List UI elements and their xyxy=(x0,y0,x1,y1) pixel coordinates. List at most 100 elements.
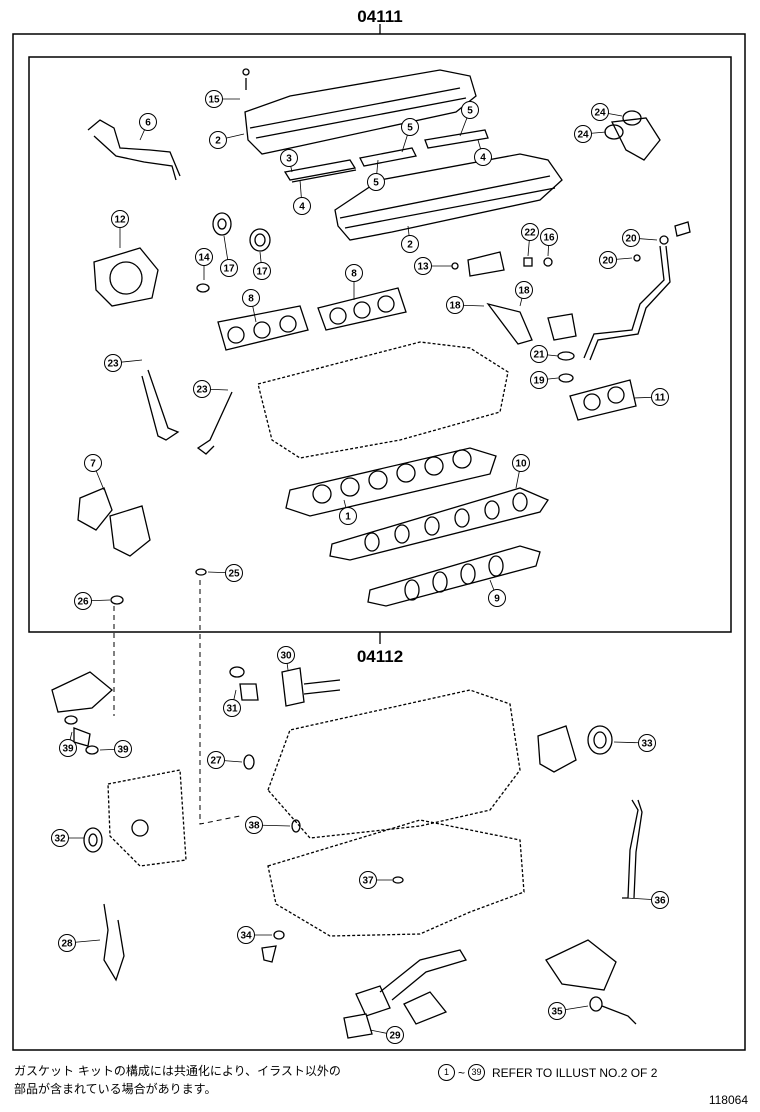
callout-label: 17 xyxy=(256,267,268,278)
callout-39: 39 xyxy=(59,731,77,757)
small-gaskets-30-31 xyxy=(229,666,341,833)
o-ring-37 xyxy=(392,876,404,884)
intake-manifold-gaskets xyxy=(329,487,549,607)
callout-label: 25 xyxy=(228,569,240,580)
water-pump-elbow xyxy=(545,939,637,1025)
callout-label: 27 xyxy=(210,756,222,767)
callout-29: 29 xyxy=(369,1026,404,1044)
callout-label: 12 xyxy=(114,215,126,226)
o-ring-25 xyxy=(195,568,207,576)
breather-hose xyxy=(87,119,181,181)
callout-label: 9 xyxy=(494,594,500,605)
callout-2: 2 xyxy=(401,225,419,253)
callout-24: 24 xyxy=(591,103,623,121)
callout-17: 17 xyxy=(220,235,238,277)
callout-label: 5 xyxy=(407,123,413,134)
callout-25: 25 xyxy=(207,564,243,582)
valves xyxy=(141,369,233,455)
japanese-note-line1: ガスケット キットの構成には共通化により、イラスト以外の xyxy=(14,1064,341,1078)
callout-label: 14 xyxy=(198,253,210,264)
callout-label: 21 xyxy=(533,350,545,361)
callout-17: 17 xyxy=(253,251,271,280)
cylinder-head-gasket xyxy=(285,447,497,517)
rear-seal-retainer xyxy=(537,725,613,773)
callout-20: 20 xyxy=(622,229,658,247)
callout-label: 37 xyxy=(362,876,374,887)
callout-label: 5 xyxy=(373,178,379,189)
ref-end-circle: 39 xyxy=(468,1064,486,1081)
timing-chain-gasket xyxy=(103,903,125,982)
callout-label: 2 xyxy=(215,136,221,147)
callout-36: 36 xyxy=(625,891,669,909)
callout-label: 3 xyxy=(286,154,292,165)
cylinder-head-outline xyxy=(257,341,509,459)
callout-label: 16 xyxy=(543,233,555,244)
callout-label: 10 xyxy=(515,459,527,470)
callout-5: 5 xyxy=(401,118,419,153)
callout-30: 30 xyxy=(277,646,295,671)
japanese-note: ガスケット キットの構成には共通化により、イラスト以外の 部品が含まれている場合… xyxy=(14,1062,341,1098)
callout-label: 6 xyxy=(145,118,151,129)
callout-label: 31 xyxy=(226,704,238,715)
callout-label: 20 xyxy=(602,256,614,267)
ref-separator: ~ xyxy=(458,1065,466,1080)
ref-text: REFER TO ILLUST NO.2 OF 2 xyxy=(492,1065,658,1080)
callout-label: 8 xyxy=(248,294,254,305)
water-inlet-housing xyxy=(51,595,124,755)
cylinder-block-outline xyxy=(267,689,521,839)
water-outlet-gasket xyxy=(77,487,151,557)
callout-label: 4 xyxy=(480,153,486,164)
callout-label: 35 xyxy=(551,1007,563,1018)
callout-27: 27 xyxy=(207,751,243,769)
dipstick-guide xyxy=(622,799,643,899)
callout-label: 22 xyxy=(524,228,536,239)
callout-31: 31 xyxy=(223,689,241,717)
callout-label: 33 xyxy=(641,739,653,750)
callout-15: 15 xyxy=(205,90,240,108)
callout-label: 8 xyxy=(351,269,357,280)
oil-pipe xyxy=(583,245,671,361)
callout-37: 37 xyxy=(359,871,392,889)
plug-seal-gaskets xyxy=(283,129,489,183)
callout-21: 21 xyxy=(530,345,559,363)
callout-6: 6 xyxy=(139,113,157,141)
callout-label: 39 xyxy=(62,744,74,755)
callout-label: 23 xyxy=(196,385,208,396)
callout-7: 7 xyxy=(84,454,105,491)
ref-start-circle: 1 xyxy=(438,1064,455,1081)
callout-label: 24 xyxy=(577,130,589,141)
callout-18: 18 xyxy=(446,296,485,314)
callout-11: 11 xyxy=(633,388,669,406)
callout-5: 5 xyxy=(459,101,479,137)
callout-8: 8 xyxy=(242,289,260,323)
callout-24: 24 xyxy=(574,125,607,143)
kit-code-04112: 04112 xyxy=(357,647,403,666)
callout-label: 4 xyxy=(299,202,305,213)
callout-13: 13 xyxy=(414,257,452,275)
cylinder-head-cover-rear xyxy=(242,68,477,155)
camshaft-oil-seals xyxy=(196,212,271,293)
callout-label: 29 xyxy=(389,1031,401,1042)
callout-14: 14 xyxy=(195,248,213,280)
callout-20: 20 xyxy=(599,251,633,269)
timing-cover xyxy=(83,769,187,867)
callout-34: 34 xyxy=(237,926,272,944)
callout-18: 18 xyxy=(515,281,533,307)
cylinder-head-cover-front xyxy=(334,153,563,241)
callout-4: 4 xyxy=(293,179,311,215)
callout-label: 38 xyxy=(248,821,260,832)
exhaust-manifold-gaskets xyxy=(217,287,407,351)
japanese-note-line2: 部品が含まれている場合があります。 xyxy=(14,1082,217,1096)
callout-label: 39 xyxy=(117,745,129,756)
callout-5: 5 xyxy=(367,159,385,191)
callout-16: 16 xyxy=(540,228,558,257)
exhaust-pipe-gasket xyxy=(569,379,637,421)
callout-label: 17 xyxy=(223,264,235,275)
callout-label: 24 xyxy=(594,108,606,119)
callout-1: 1 xyxy=(339,499,357,525)
callout-label: 18 xyxy=(449,301,461,312)
callout-4: 4 xyxy=(474,139,492,166)
callout-33: 33 xyxy=(613,734,656,752)
